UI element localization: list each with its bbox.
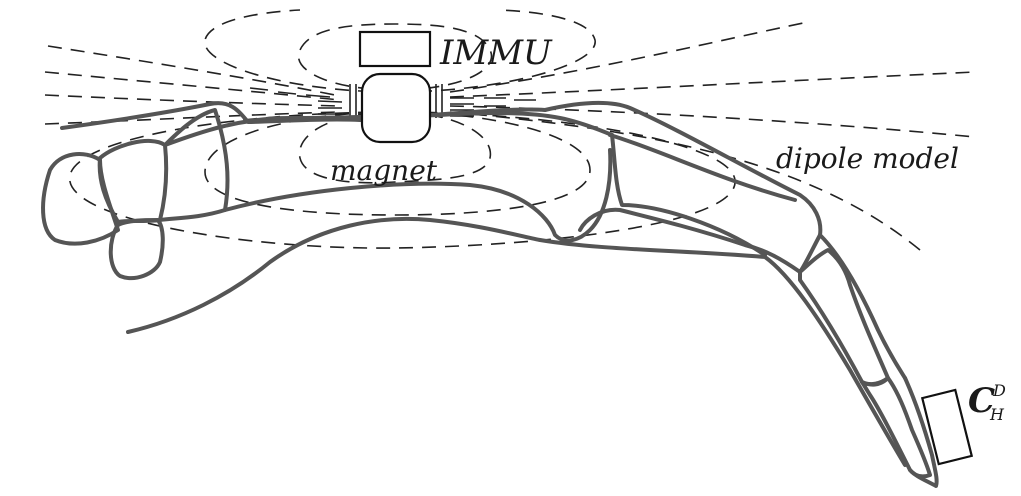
sensor-label: C D H	[968, 381, 1006, 424]
sensor-subscript: H	[989, 405, 1005, 424]
field-line-left-1	[47, 45, 341, 97]
field-loop-upper-outer-right	[394, 9, 596, 93]
field-line-right-4	[449, 111, 921, 251]
field-line-left-3	[44, 94, 341, 107]
field-loop-upper-outer	[204, 9, 396, 93]
proximal-phalanx-inner-2	[608, 133, 797, 202]
sensor-symbol: C	[968, 381, 995, 421]
field-line-left-4	[44, 111, 341, 125]
field-line-right-1	[449, 21, 809, 93]
fingertip-sensor-box	[920, 388, 974, 466]
near-field-ticks	[249, 84, 536, 121]
proximal-phalanx-inner	[610, 133, 767, 257]
middle-phalanx	[798, 248, 890, 387]
carpal-bone-3	[108, 218, 165, 281]
metacarpal-palmar	[223, 148, 613, 243]
palm-underside-outline	[126, 216, 542, 334]
field-line-right-2	[449, 71, 976, 98]
dipole-field-lines	[44, 9, 976, 251]
dipole-model-label: dipole model	[776, 142, 959, 175]
immu-box	[358, 30, 432, 68]
field-loop-upper-inner	[297, 23, 493, 91]
field-loop-inner	[298, 111, 492, 184]
field-loop-middle	[204, 111, 591, 216]
field-line-left-2	[44, 71, 341, 101]
proximal-phalanx	[543, 100, 823, 274]
carpal-bone-4	[158, 108, 230, 222]
carpal-bone-1	[41, 152, 120, 246]
finger-palmar-outline	[538, 238, 907, 467]
magnet-label: magnet	[330, 154, 438, 187]
finger-skeleton	[41, 100, 939, 488]
distal-phalanx	[860, 376, 932, 479]
distal-phalanx-outer	[903, 376, 939, 488]
immu-label: IMMU	[439, 33, 553, 73]
carpal-bone-2	[97, 139, 169, 224]
magnet-block	[360, 72, 432, 144]
middle-phalanx-outer	[818, 233, 907, 380]
sensor-superscript: D	[992, 381, 1006, 400]
